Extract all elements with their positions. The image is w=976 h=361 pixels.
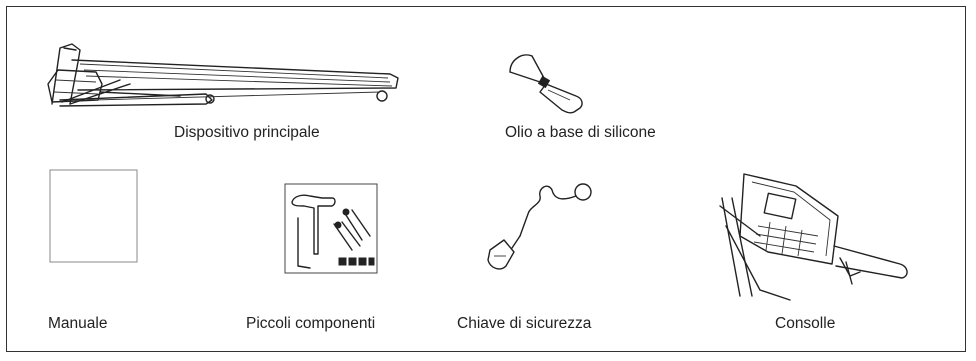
label-small-parts: Piccoli componenti <box>246 315 376 332</box>
label-silicone-oil: Olio a base di silicone <box>505 124 656 141</box>
label-main-device: Dispositivo principale <box>174 124 320 141</box>
label-manual: Manuale <box>48 315 108 332</box>
label-safety-key: Chiave di sicurezza <box>457 315 592 332</box>
label-console: Consolle <box>775 315 836 332</box>
